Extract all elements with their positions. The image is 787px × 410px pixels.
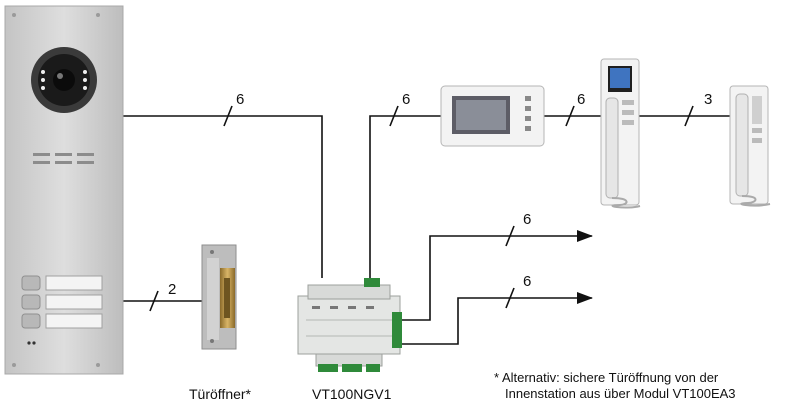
door-opener-label: Türöffner*: [189, 386, 251, 402]
wires: [123, 105, 730, 345]
video-handset-icon: [600, 58, 641, 209]
wire-count-unit-output-2: 6: [523, 273, 532, 290]
footnote-line-2: Innenstation aus über Modul VT100EA3: [505, 386, 736, 401]
wire-slash-station-to-unit: [223, 105, 233, 127]
wire-unit-output-1: [398, 230, 593, 321]
door-opener-icon: [201, 244, 237, 350]
wire-slash-unit-to-monitor: [389, 105, 399, 127]
wire-count-monitor-to-video-handset: 6: [577, 91, 586, 108]
footnote-line-1: * Alternativ: sichere Türöffnung von der: [494, 370, 719, 385]
video-door-station-icon: [4, 5, 124, 375]
wire-unit-output-2: [398, 292, 593, 345]
control-unit-label: VT100NGV1: [312, 386, 392, 402]
wire-count-unit-output-1: 6: [523, 211, 532, 228]
footnote: * Alternativ: sichere Türöffnung von der…: [494, 370, 736, 402]
wire-count-station-to-unit: 6: [236, 91, 245, 108]
din-rail-module-icon: [297, 278, 402, 372]
wire-slash-video-to-audio-handset: [684, 105, 694, 127]
video-monitor-icon: [440, 85, 545, 147]
wire-slash-unit-output-1: [505, 225, 515, 247]
audio-handset-icon: [729, 85, 771, 207]
wire-slash-unit-output-2: [505, 287, 515, 309]
wire-unit-to-monitor: [369, 115, 441, 280]
wire-slash-monitor-to-video-handset: [565, 105, 575, 127]
wire-count-unit-to-monitor: 6: [402, 91, 411, 108]
wire-count-video-to-audio-handset: 3: [704, 91, 713, 108]
wire-count-station-to-opener: 2: [168, 281, 177, 298]
call-buttons: [21, 275, 103, 329]
wire-station-to-unit: [123, 115, 323, 278]
wire-slash-station-to-opener: [149, 290, 159, 312]
